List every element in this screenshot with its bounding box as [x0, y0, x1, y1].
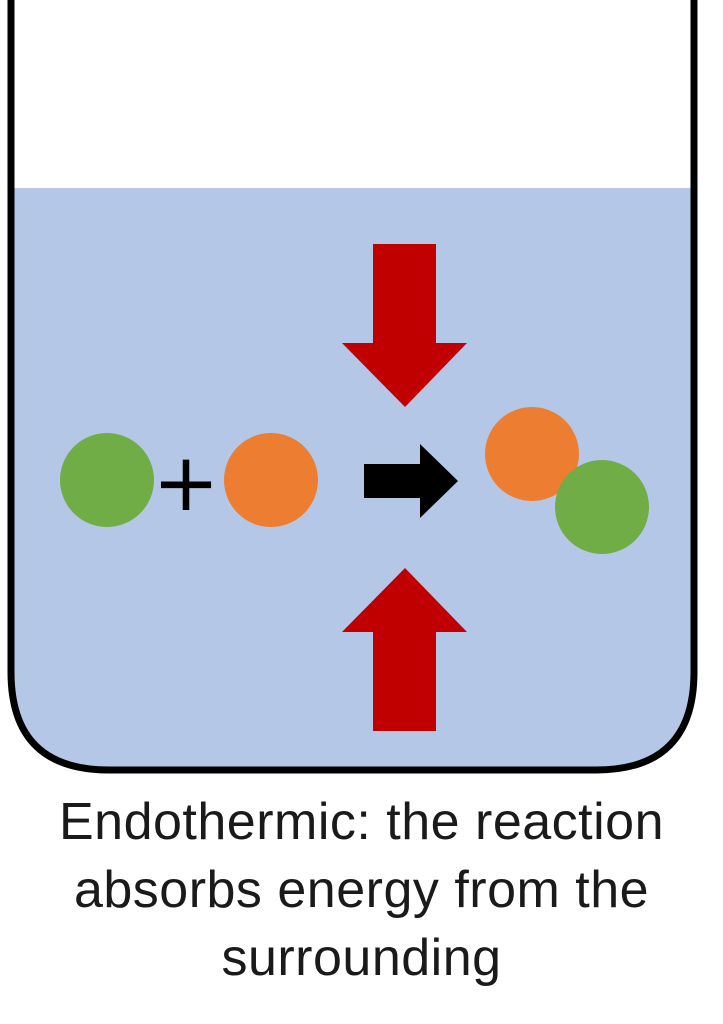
energy-in-arrow-icon-top	[342, 244, 467, 407]
product-green-sphere	[555, 460, 649, 554]
caption-line-3: surrounding	[221, 929, 502, 987]
caption: Endothermic: the reaction absorbs energy…	[0, 788, 723, 992]
beaker-diagram: +	[7, 0, 698, 774]
caption-line-1: Endothermic: the reaction	[58, 793, 665, 851]
reactant-green-sphere	[60, 433, 154, 527]
caption-line-2: absorbs energy from the	[73, 861, 650, 919]
reaction-arrow-icon	[364, 444, 458, 518]
plus-symbol: +	[152, 436, 219, 529]
product-orange-sphere	[485, 407, 579, 501]
beaker-outline	[7, 0, 698, 774]
reactant-orange-sphere	[224, 433, 318, 527]
energy-in-arrow-icon-bottom	[342, 568, 467, 731]
beaker-liquid	[11, 188, 694, 770]
